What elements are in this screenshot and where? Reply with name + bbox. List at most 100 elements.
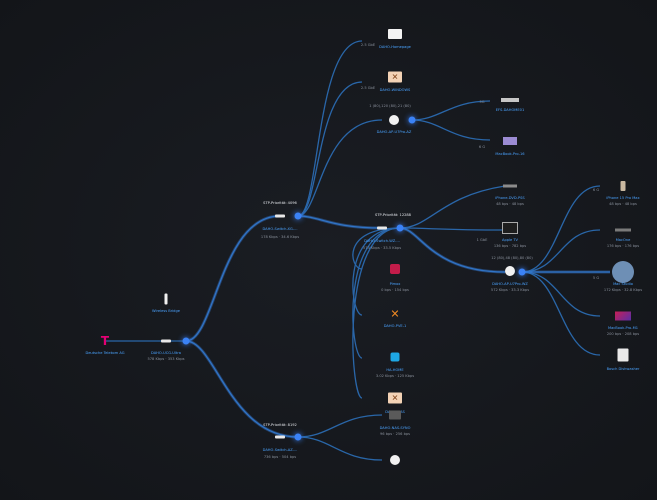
- switch3-icon[interactable]: [275, 435, 285, 439]
- ha-up: 125 Kbps: [397, 374, 415, 378]
- client-ha-traffic: 3.02 Kbps · 125 Kbps: [375, 374, 415, 378]
- sw2-down: 573 Kbps: [362, 246, 380, 250]
- homeassistant-icon[interactable]: [390, 352, 400, 362]
- raspberry-pi-icon[interactable]: [390, 264, 400, 274]
- nas-app-icon[interactable]: ✕: [388, 392, 402, 404]
- ap2-label: DAHO-AP-U7Pro-WZ: [492, 282, 528, 286]
- ap1-client-efs: EFS-DAHOME01: [495, 108, 525, 112]
- syno-up: 256 bps: [395, 432, 411, 436]
- sw2-client-appletv: Apple TV: [501, 238, 519, 242]
- switch2-throughput: 573 Kbps · 33.5 Kbps: [362, 246, 402, 250]
- sw2-up: 33.5 Kbps: [383, 246, 402, 250]
- windows-app-icon[interactable]: ✕: [388, 71, 402, 83]
- ap1-label: DAHO-AP-U7Pro-AZ: [376, 130, 412, 134]
- ap1-client-macbook: MacBook-Pro-16: [495, 152, 525, 156]
- ip15-down: 48 bps: [609, 202, 622, 206]
- switch2-label: DAHO-Switch-WZ-...: [364, 239, 400, 243]
- ap1-client-macbook-band: 6 G: [478, 145, 486, 149]
- client-windows: DAHO-WINDOWS: [379, 88, 411, 92]
- client-pve1: DAHO-PVE-1: [383, 324, 407, 328]
- appletv-icon[interactable]: [502, 222, 518, 234]
- switch1-throughput: 178 Kbps · 34.6 Kbps: [260, 235, 300, 239]
- ap2-client-macone-traffic: 176 bps · 176 bps: [606, 244, 640, 248]
- sw1-down: 178 Kbps: [260, 235, 278, 239]
- macone-down: 176 bps: [606, 244, 622, 248]
- udm-down: 578 Kbps: [147, 357, 165, 361]
- sw2-client-appletv-traffic: 136 bps · 782 bps: [493, 244, 527, 248]
- macbook-icon[interactable]: [615, 311, 631, 321]
- client-nas-syno-traffic: 96 bps · 256 bps: [379, 432, 411, 436]
- ap2-client-bosch: Bosch Dishwasher: [606, 367, 640, 371]
- mbp-up: 208 bps: [624, 332, 640, 336]
- ap2-client-macstudio-band: 5 G: [592, 276, 600, 280]
- ap2-ports: 12 (80),48 (80),80 (80): [491, 256, 533, 260]
- mbp-down: 200 bps: [606, 332, 622, 336]
- switch3-stp: STP-Priorität: 8192: [263, 423, 297, 427]
- macmini-icon[interactable]: [615, 228, 631, 232]
- gateway-device-icon[interactable]: [161, 339, 171, 343]
- ap3-icon[interactable]: [390, 455, 400, 465]
- sw1-up: 34.6 Kbps: [281, 235, 300, 239]
- iphone-icon[interactable]: [620, 181, 626, 191]
- laptop-icon[interactable]: [503, 137, 517, 145]
- ap2-client-macstudio: Mac Studio: [613, 282, 633, 286]
- pimox-up: 154 bps: [394, 288, 409, 292]
- client-pimox-traffic: 0 bps · 154 bps: [381, 288, 409, 292]
- client-windows-port: 2.5 GbE: [360, 86, 376, 90]
- syno-down: 96 bps: [379, 432, 393, 436]
- monitor-icon[interactable]: [388, 29, 402, 39]
- ap2-dot: [518, 268, 526, 276]
- sw3-up: 504 bps: [281, 455, 297, 459]
- sw2-client-iphone: iPhone-DVD-PSS: [495, 196, 525, 200]
- ap2-client-macstudio-traffic: 172 Kbps · 32.8 Kbps: [603, 288, 643, 292]
- udm-label: DAHO-UCG-Ultra: [150, 351, 182, 355]
- ap2-client-macone: MacOne: [615, 238, 631, 242]
- switch1-icon[interactable]: [275, 214, 285, 218]
- client-homepage: DAHO-Homepage: [379, 45, 411, 49]
- sw2-client-iphone-traffic: 48 bps · 48 bps: [496, 202, 524, 206]
- switch3-throughput: 736 bps · 504 bps: [263, 455, 297, 459]
- macone-up: 176 bps: [624, 244, 640, 248]
- client-nas-syno: DAHO-NAS-SYNO: [379, 426, 411, 430]
- ip15-up: 48 bps: [624, 202, 637, 206]
- switch1-label: DAHO-Switch-XG-...: [262, 227, 298, 231]
- wireless-bridge-label: Wireless Bridge: [152, 309, 180, 313]
- switch3-label: DAHO-Switch-AZ-...: [262, 448, 298, 452]
- pimox-down: 0 bps: [381, 288, 391, 292]
- gateway-label: Deutsche Telekom AG: [85, 351, 125, 355]
- dishwasher-icon[interactable]: [617, 348, 629, 362]
- sw2-client-appletv-port: 1 GbE: [476, 238, 488, 242]
- client-homepage-port: 2.5 GbE: [360, 43, 376, 47]
- ap1-icon[interactable]: [389, 115, 399, 125]
- iphone-up: 48 bps: [511, 202, 524, 206]
- ap2-client-iphone15-traffic: 48 bps · 48 bps: [609, 202, 637, 206]
- client-pimox: Pimox: [389, 282, 401, 286]
- telekom-logo-icon[interactable]: T: [100, 334, 110, 348]
- iphone-down: 48 bps: [496, 202, 509, 206]
- udm-up: 353 Kbps: [167, 357, 185, 361]
- proxmox-icon[interactable]: ✕: [390, 307, 400, 321]
- phone-icon[interactable]: [503, 184, 517, 188]
- macstudio-icon[interactable]: [612, 261, 634, 283]
- studio-up: 32.8 Kbps: [624, 288, 643, 292]
- uplink-dot: [182, 337, 190, 345]
- switch3-dot: [294, 433, 302, 441]
- ap2-icon[interactable]: [505, 266, 515, 276]
- switch2-dot: [396, 224, 404, 232]
- ap1-ports: 1 (80),120 (80),21 (80): [369, 104, 411, 108]
- mini-pc-icon[interactable]: [501, 98, 519, 102]
- ap2-client-iphone15-band: 6 G: [592, 188, 600, 192]
- ap2-client-macbookpro-traffic: 200 bps · 208 bps: [606, 332, 640, 336]
- ap2-down: 572 Kbps: [490, 288, 508, 292]
- client-ha-home: HA-HOME: [386, 368, 404, 372]
- nas-device-icon[interactable]: [389, 410, 401, 420]
- ha-down: 3.02 Kbps: [375, 374, 394, 378]
- switch2-stp: STP-Priorität: 12288: [375, 213, 411, 217]
- sw3-down: 736 bps: [263, 455, 279, 459]
- ap1-client-efs-band: 5G: [479, 100, 485, 104]
- switch2-icon[interactable]: [377, 226, 387, 230]
- ap2-client-iphone15: iPhone 15 Pro Max: [606, 196, 640, 200]
- wireless-bridge-icon[interactable]: [164, 293, 168, 305]
